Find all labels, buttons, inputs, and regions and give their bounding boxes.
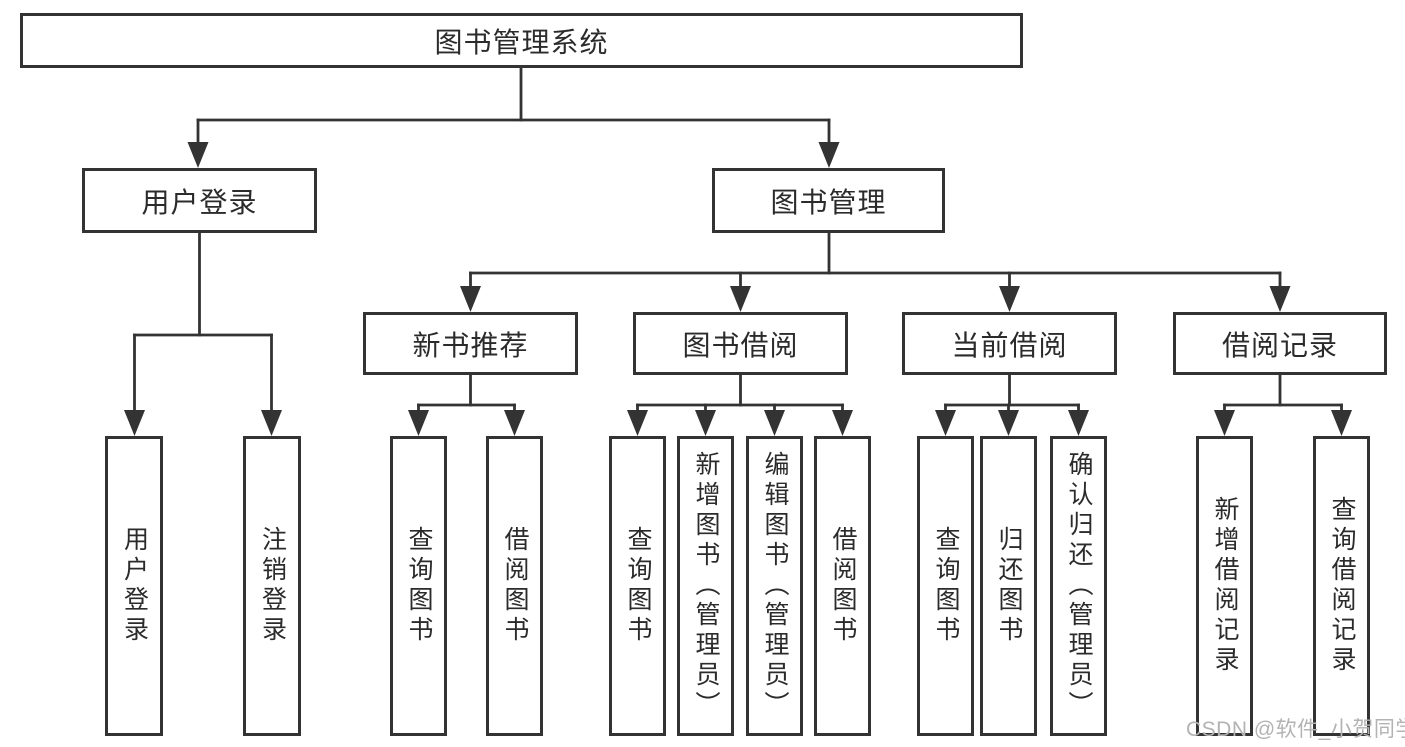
leaf-query-borrow-record: 查询借阅记录 [1313, 436, 1370, 736]
leaf-add-books-admin: 新增图书（管理员） [677, 436, 734, 736]
leaf-add-books-admin-label: 新增图书（管理员） [692, 451, 720, 721]
leaf-query-borrow-record-label: 查询借阅记录 [1328, 496, 1356, 676]
node-book-borrowing-label: 图书借阅 [682, 329, 799, 361]
leaf-logout-label: 注销登录 [258, 526, 287, 646]
node-book-management: 图书管理 [712, 168, 945, 233]
leaf-borrow-books-recommend: 借阅图书 [486, 436, 543, 736]
arrowhead-icons [124, 142, 1352, 436]
node-library-system: 图书管理系统 [20, 13, 1023, 68]
leaf-query-books-current-label: 查询图书 [932, 526, 960, 646]
leaf-confirm-return-admin-label: 确认归还（管理员） [1065, 451, 1093, 721]
node-borrow-records-label: 借阅记录 [1221, 329, 1338, 361]
node-book-management-label: 图书管理 [770, 186, 887, 218]
node-borrow-records: 借阅记录 [1173, 312, 1387, 375]
node-library-system-label: 图书管理系统 [434, 26, 609, 58]
leaf-return-books: 归还图书 [980, 436, 1037, 736]
leaf-confirm-return-admin: 确认归还（管理员） [1050, 436, 1107, 736]
leaf-query-books-borrowing: 查询图书 [609, 436, 666, 736]
leaf-add-borrow-record-label: 新增借阅记录 [1211, 496, 1239, 676]
leaf-add-borrow-record: 新增借阅记录 [1196, 436, 1253, 736]
node-book-borrowing: 图书借阅 [633, 312, 848, 375]
leaf-edit-books-admin-label: 编辑图书（管理员） [761, 451, 789, 721]
leaf-logout: 注销登录 [243, 436, 301, 736]
node-current-borrowing: 当前借阅 [902, 312, 1117, 375]
leaf-query-books-borrowing-label: 查询图书 [624, 526, 652, 646]
node-user-login-module-label: 用户登录 [141, 186, 258, 218]
node-new-book-recommendation: 新书推荐 [363, 312, 578, 375]
leaf-user-login: 用户登录 [105, 436, 163, 736]
node-new-book-recommendation-label: 新书推荐 [412, 329, 529, 361]
leaf-query-books-recommend: 查询图书 [390, 436, 447, 736]
node-current-borrowing-label: 当前借阅 [951, 329, 1068, 361]
node-user-login-module: 用户登录 [82, 168, 317, 233]
leaf-return-books-label: 归还图书 [995, 526, 1023, 646]
leaf-user-login-label: 用户登录 [120, 526, 149, 646]
leaf-borrow-books: 借阅图书 [814, 436, 871, 736]
leaf-query-books-current: 查询图书 [917, 436, 974, 736]
leaf-edit-books-admin: 编辑图书（管理员） [746, 436, 803, 736]
leaf-borrow-books-label: 借阅图书 [829, 526, 857, 646]
leaf-query-books-recommend-label: 查询图书 [405, 526, 433, 646]
leaf-borrow-books-recommend-label: 借阅图书 [501, 526, 529, 646]
csdn-watermark: CSDN @软件_小贺同学 [1186, 718, 1405, 741]
